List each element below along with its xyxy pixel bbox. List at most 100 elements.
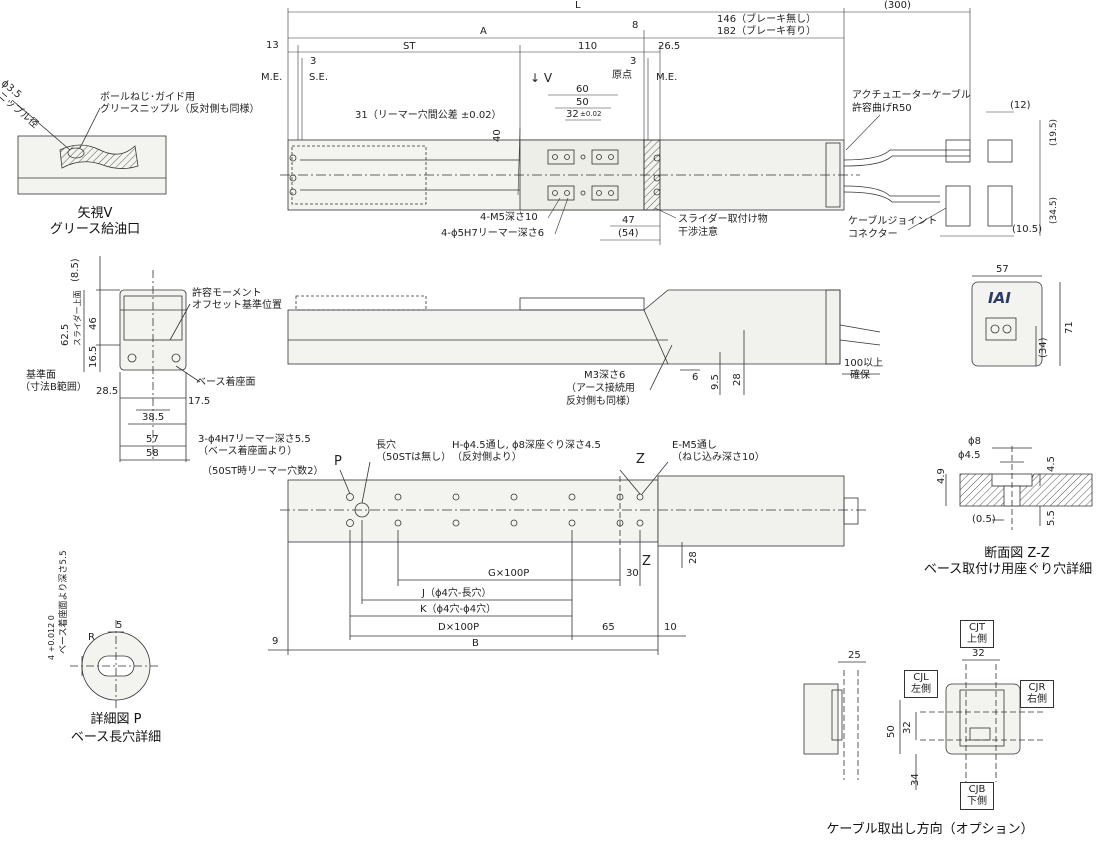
label-m3-1: M3深さ6 <box>584 370 626 381</box>
label-slider-note-1: スライダー取付け物 <box>678 214 768 225</box>
label-slider-top: スライダー上面 <box>73 290 82 346</box>
label-joint-2: コネクター <box>848 229 898 240</box>
label-p-marker: P <box>334 454 342 469</box>
dim-28-5: 28.5 <box>96 386 119 397</box>
dim-8: 8 <box>632 20 639 31</box>
dim-40: 40 <box>492 129 503 142</box>
dim-10-5: (10.5) <box>1012 224 1043 235</box>
dim-110: 110 <box>578 41 598 52</box>
bottom-view <box>268 461 866 655</box>
top-view-body <box>280 139 860 211</box>
option-cjb-code: CJB <box>968 784 986 795</box>
dim-9: 9 <box>272 636 279 647</box>
dim-25: 25 <box>848 650 861 661</box>
label-joint-1: ケーブルジョイント <box>848 216 938 227</box>
dim-10: 10 <box>664 622 677 633</box>
dim-50: 50 <box>576 97 589 108</box>
label-h-holes-2: （反対側より） <box>452 452 522 463</box>
caption-view-v-2: グリース給油口 <box>49 222 141 237</box>
dim-30: 30 <box>626 568 639 579</box>
dim-26-5: 26.5 <box>658 41 681 52</box>
caption-detail-p-2: ベース長穴詳細 <box>70 730 162 745</box>
label-datum-2: （寸法B範囲） <box>20 382 87 393</box>
option-cjr-label: 右側 <box>1027 694 1047 705</box>
dim-A: A <box>480 26 487 37</box>
dim-57-motor: 57 <box>996 264 1009 275</box>
logo-iai: IAI <box>988 289 1011 307</box>
label-reamer: 4-ϕ5H7リーマー深さ6 <box>441 228 545 239</box>
dim-17-5: 17.5 <box>188 396 211 407</box>
dim-4-9: 4.9 <box>936 468 947 484</box>
label-reamer-pitch: 31（リーマー穴間公差 ±0.02） <box>355 110 502 121</box>
dim-b: B <box>472 638 479 649</box>
label-m3-2: （アース接続用 <box>566 383 635 394</box>
dim-28-bottom: 28 <box>688 551 699 564</box>
option-cjl-code: CJL <box>913 672 929 683</box>
option-cjb: CJB 下側 <box>960 782 994 810</box>
label-se: S.E. <box>309 72 329 83</box>
section-zz <box>945 446 1093 530</box>
side-view <box>287 289 881 395</box>
label-nipple-note-1: ボールねじ･ガイド用 <box>100 92 195 103</box>
detail-p <box>70 620 160 710</box>
cable-option-views <box>803 659 1046 790</box>
option-cjt-label: 上側 <box>967 634 987 645</box>
label-me-right: M.E. <box>656 72 678 83</box>
dim-9-5: 9.5 <box>710 374 721 390</box>
caption-section-zz-2: ベース取付け用座ぐり穴詳細 <box>923 562 1093 577</box>
label-m3-3: 反対側も同様） <box>566 396 636 407</box>
option-cjt-code: CJT <box>968 622 986 633</box>
dim-6: 6 <box>692 372 699 383</box>
dim-32: 32 <box>566 109 579 120</box>
dim-phi-8: ϕ8 <box>968 436 981 447</box>
top-view-dimensions <box>287 8 1041 245</box>
dim-16-5: 16.5 <box>88 345 99 368</box>
dim-32-top: 32 <box>972 648 985 659</box>
dim-34-5: (34.5) <box>1049 196 1059 224</box>
dim-46: 46 <box>88 317 99 330</box>
dim-60: 60 <box>576 84 589 95</box>
dim-3-right: 3 <box>630 56 637 67</box>
dim-5: 5 <box>116 620 123 631</box>
dim-47: 47 <box>622 215 635 226</box>
dim-L: L <box>575 0 581 11</box>
label-moment-1: 許容モーメント <box>192 288 262 299</box>
view-v-detail <box>11 99 167 195</box>
label-moment-2: オフセット基準位置 <box>192 300 282 311</box>
dim-57: 57 <box>146 434 159 445</box>
caption-detail-p-1: 詳細図 P <box>90 712 142 727</box>
label-h-holes-1: H-ϕ4.5通し, ϕ8深座ぐり深さ4.5 <box>452 440 601 451</box>
label-nipple-note-2: グリースニップル（反対側も同様） <box>100 104 260 115</box>
dim-k: K（ϕ4穴-ϕ4穴） <box>420 604 497 615</box>
option-cjb-label: 下側 <box>967 796 987 807</box>
dim-71: 71 <box>1064 321 1075 334</box>
caption-section-zz-1: 断面図 Z-Z <box>984 546 1050 561</box>
dim-4-5-section: 4.5 <box>1046 456 1057 472</box>
dim-13: 13 <box>266 40 279 51</box>
label-long-hole-1: 長穴 <box>376 440 396 451</box>
label-e-holes-2: （ねじ込み深さ10） <box>672 452 765 463</box>
label-m5: 4-M5深さ10 <box>480 212 538 223</box>
option-cjr-code: CJR <box>1028 682 1046 693</box>
label-origin: 原点 <box>612 70 632 81</box>
caption-view-v-1: 矢視V <box>77 206 113 221</box>
dim-182: 182（ブレーキ有り） <box>717 26 817 37</box>
caption-cable-option: ケーブル取出し方向（オプション） <box>826 822 1034 837</box>
dim-146: 146（ブレーキ無し） <box>717 14 817 25</box>
dim-j: J（ϕ4穴-長穴） <box>422 588 492 599</box>
label-reamer-3-2: （ベース着座面より） <box>198 446 298 457</box>
label-depth-5-5: ベース着座面より深さ5.5 <box>59 550 69 654</box>
option-cjl: CJL 左側 <box>904 670 938 698</box>
dim-65: 65 <box>602 622 615 633</box>
dim-ST: ST <box>403 41 416 52</box>
dim-34-cable: 34 <box>910 773 921 786</box>
dim-62-5: 62.5 <box>60 323 71 346</box>
label-cable-2: 許容曲げR50 <box>852 103 912 114</box>
label-datum-1: 基準面 <box>26 370 56 381</box>
label-r: R <box>88 632 95 643</box>
option-cjr: CJR 右側 <box>1020 680 1054 708</box>
dim-34-motor: (34) <box>1038 337 1049 358</box>
dim-0-5: (0.5) <box>972 514 996 525</box>
dim-4-tol: 4 +0.012 0 <box>47 615 56 660</box>
dim-g: G×100P <box>488 568 530 579</box>
